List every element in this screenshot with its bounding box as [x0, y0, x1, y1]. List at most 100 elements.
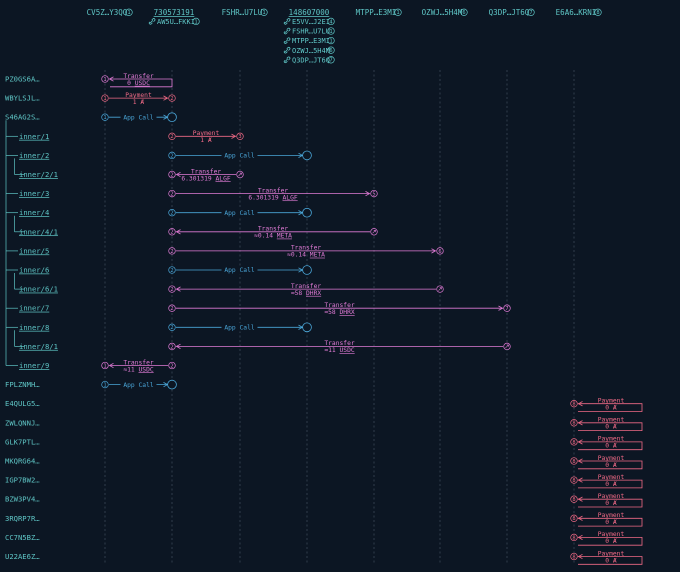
linked-account-label[interactable]: FSHR…U7LU	[292, 28, 330, 36]
inner-transaction-link[interactable]: inner/6/1	[19, 285, 58, 294]
account-label[interactable]: FSHR…U7LU	[222, 8, 263, 17]
transaction-id-label[interactable]: FPLZNMH…	[5, 380, 40, 389]
account-label[interactable]: E6A6…KRNI	[556, 8, 597, 17]
inner-transaction-link[interactable]: inner/8	[19, 323, 49, 332]
transaction-type-label: Transfer	[324, 302, 355, 309]
linked-account-label[interactable]: MTPP…E3MI	[292, 37, 330, 45]
transaction-id-label[interactable]: S46AG2S…	[5, 113, 40, 122]
account-header[interactable]: 148607000	[289, 8, 330, 17]
transaction-id-label[interactable]: U22AE6Z…	[5, 552, 40, 561]
inner-transaction-link[interactable]: inner/2	[19, 151, 49, 160]
inner-transaction-link[interactable]: inner/8/1	[19, 342, 58, 351]
linked-account-label[interactable]: AW5U…FKKI	[157, 18, 195, 26]
linked-account-label[interactable]: OZWJ…5H4M	[292, 47, 330, 55]
inner-transaction-link[interactable]: inner/4/1	[19, 227, 58, 236]
account-endpoint-badge: 1	[101, 380, 109, 389]
transaction-id-label[interactable]: 3RQRP7R…	[5, 514, 40, 523]
transaction-id-label[interactable]: PZ0GS6A…	[5, 75, 40, 84]
transaction-id-label[interactable]: IGP7BW2…	[5, 476, 40, 485]
transaction-type-label: Payment	[598, 398, 625, 405]
svg-text:1: 1	[127, 10, 130, 16]
account-label[interactable]: OZWJ…5H4M	[422, 8, 463, 17]
arrow-head	[175, 343, 181, 349]
svg-text:2: 2	[170, 96, 173, 102]
inner-transaction-link[interactable]: inner/1	[19, 132, 49, 141]
transaction-type-label: App Call	[123, 382, 154, 389]
linked-account-label[interactable]: Q3DP…JT6Q	[292, 56, 330, 64]
svg-text:2: 2	[170, 153, 173, 159]
transaction-id-label[interactable]: MKQRG64…	[5, 457, 40, 466]
application-id-link[interactable]: 730573191	[154, 8, 195, 17]
transaction-id-label[interactable]: BZW3PV4…	[5, 495, 40, 504]
inner-transaction-link[interactable]: inner/5	[19, 246, 49, 255]
inner-transaction-link[interactable]: inner/2/1	[19, 170, 58, 179]
application-id-link[interactable]: 148607000	[289, 8, 330, 17]
inner-transaction-link[interactable]: inner/9	[19, 361, 49, 370]
linked-account-label[interactable]: E5VV…J2EI	[292, 18, 330, 26]
svg-text:5: 5	[372, 192, 375, 198]
asset-unit: USDC	[135, 80, 150, 87]
account-label[interactable]: Q3DP…JT6Q	[489, 8, 530, 17]
account-label[interactable]: MTPP…E3MI	[356, 8, 397, 17]
transaction-id-label[interactable]: ZWLQNNJ…	[5, 418, 40, 427]
transaction-id-label[interactable]: GLK7PTL…	[5, 437, 40, 446]
transaction-id-label[interactable]: E4QULG5…	[5, 399, 40, 408]
inner-transaction-link[interactable]: inner/7	[19, 304, 49, 313]
arrow-head	[577, 458, 583, 464]
svg-text:8: 8	[572, 478, 575, 484]
transaction-row[interactable]: FPLZNMH… 1 App Call	[5, 379, 177, 390]
account-endpoint-badge: 2	[168, 304, 176, 312]
svg-text:1: 1	[329, 29, 332, 35]
asset-unit: USDC	[340, 347, 355, 354]
transaction-id-label[interactable]: WBYLSJL…	[5, 94, 40, 103]
arrow-head	[163, 95, 169, 101]
account-label[interactable]: CV5Z…Y3QQ	[87, 8, 128, 17]
inner-transaction-link[interactable]: inner/3	[19, 189, 49, 198]
transaction-id-label[interactable]: CC7N5BZ…	[5, 533, 40, 542]
account-header[interactable]: 730573191	[154, 8, 195, 17]
account-endpoint-badge: 2	[168, 94, 176, 102]
transaction-amount: 0 Ⱥ	[605, 480, 617, 488]
linked-account-count-badge: 6	[327, 46, 335, 54]
inner-transaction-link[interactable]: inner/6	[19, 266, 49, 275]
account-endpoint-badge: 8	[570, 495, 578, 503]
inner-transaction-link[interactable]: inner/4	[19, 208, 49, 217]
